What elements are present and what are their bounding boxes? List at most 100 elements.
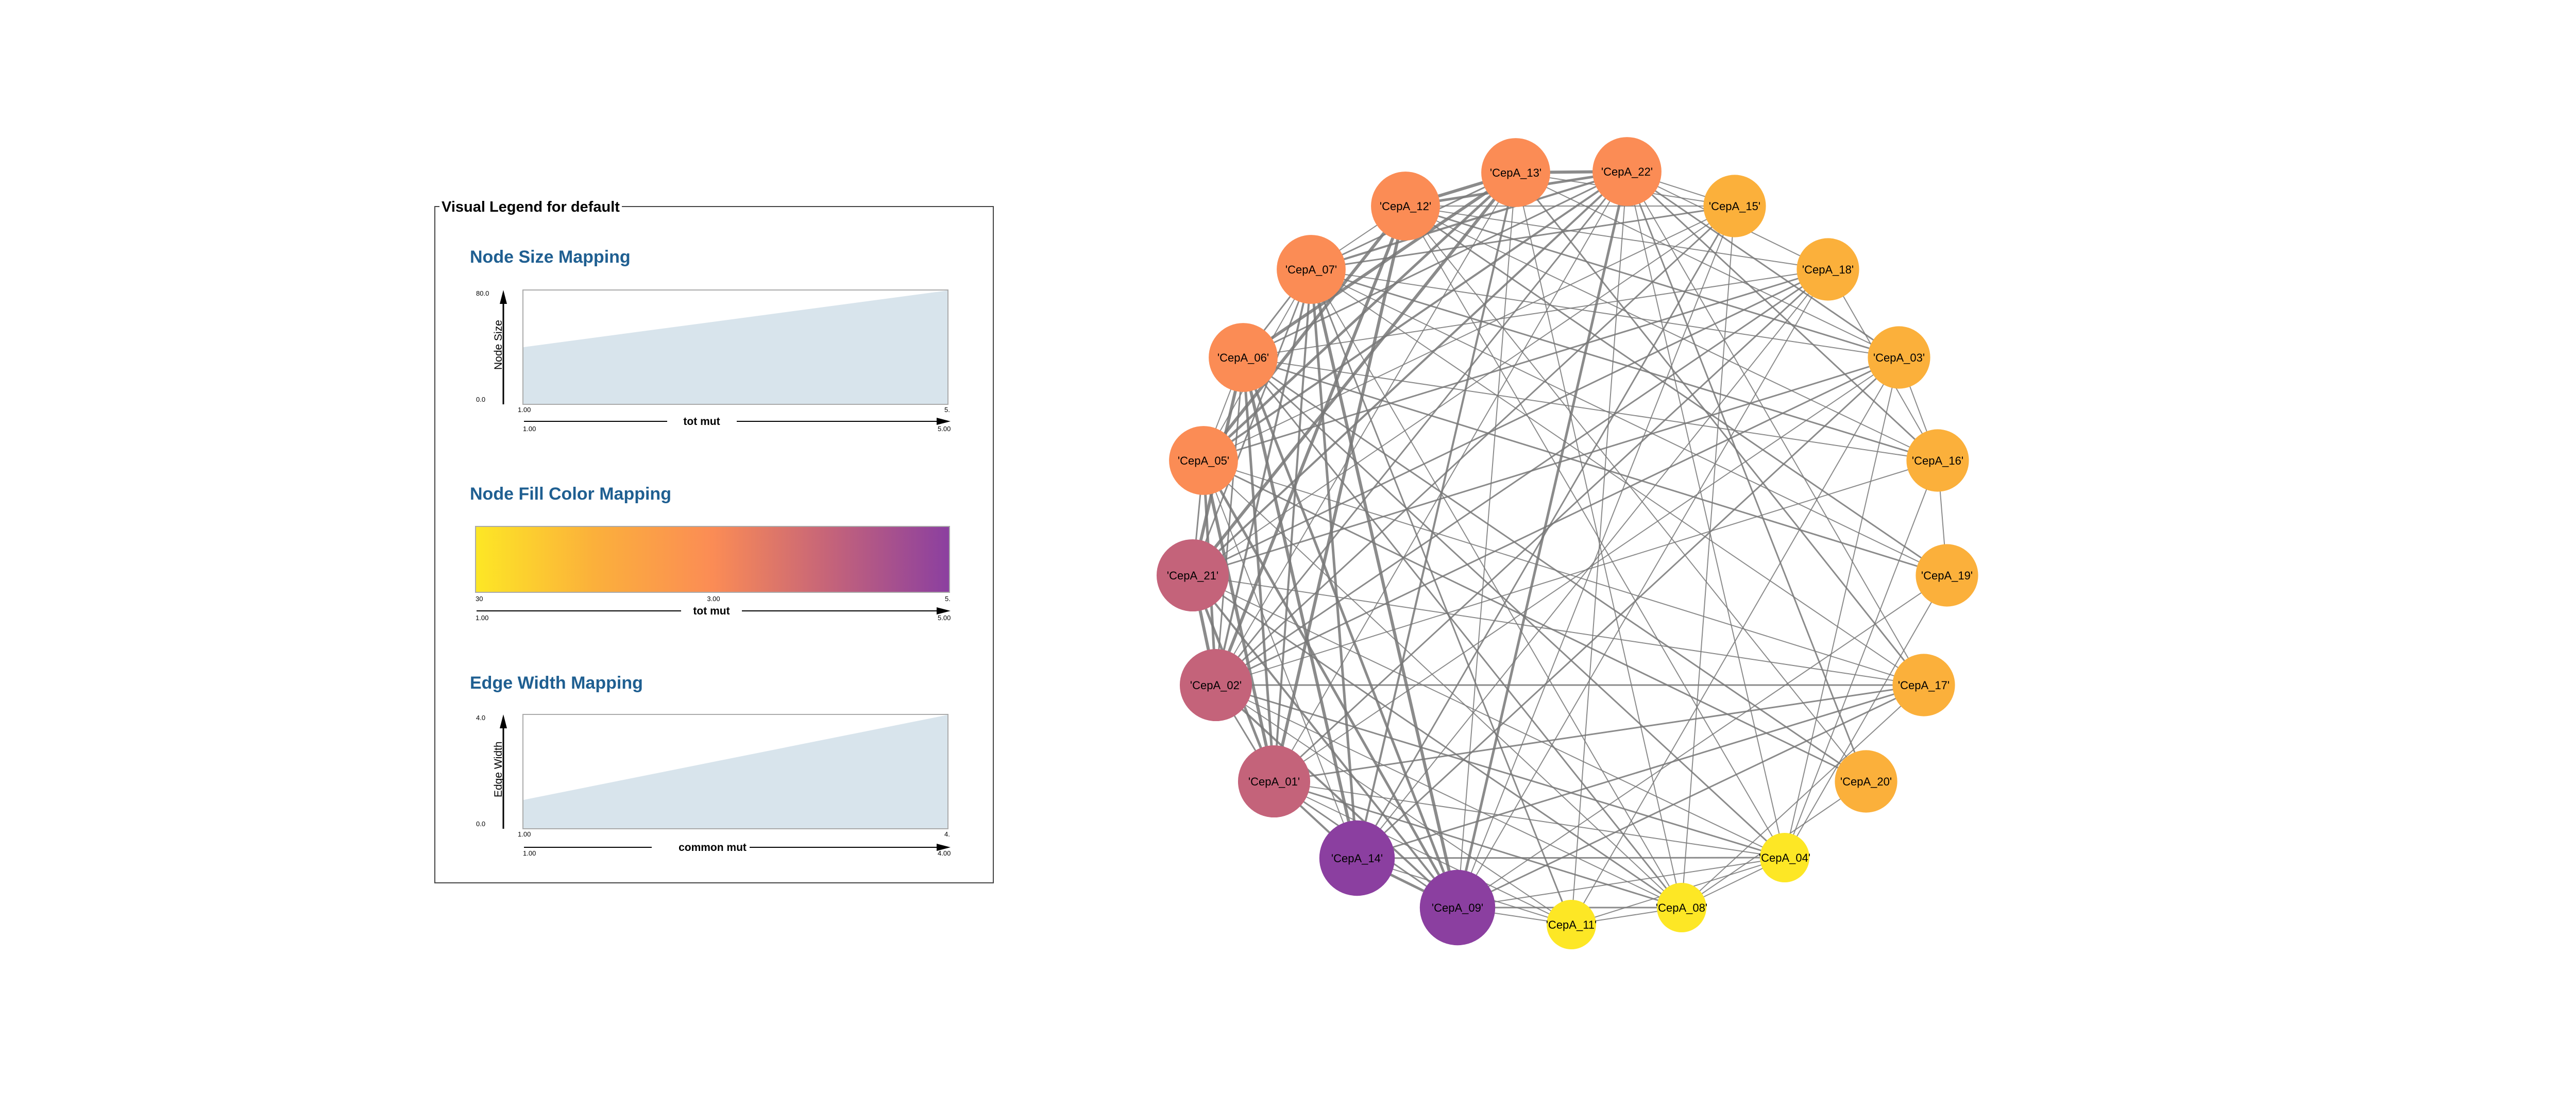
- node-circle[interactable]: [1209, 323, 1278, 392]
- node-label: 'CepA_16': [1912, 454, 1963, 467]
- graph-edge: [1626, 171, 1785, 858]
- node-circle[interactable]: [1868, 326, 1930, 389]
- graph-edge: [1311, 268, 1938, 462]
- graph-edge: [1243, 356, 1867, 782]
- node-fill-color-mapping-title: Node Fill Color Mapping: [470, 484, 671, 504]
- graph-node[interactable]: 'CepA_18': [1797, 238, 1859, 301]
- node-circle[interactable]: [1547, 900, 1596, 949]
- edge-width-mapping-title: Edge Width Mapping: [470, 673, 643, 693]
- node-label: 'CepA_02': [1190, 679, 1242, 692]
- node-circle[interactable]: [1892, 654, 1955, 716]
- node-label: 'CepA_12': [1380, 200, 1431, 213]
- graph-edge: [1626, 171, 1924, 686]
- graph-node[interactable]: 'CepA_22': [1592, 137, 1662, 206]
- graph-edge: [1405, 206, 1785, 858]
- node-circle[interactable]: [1179, 648, 1252, 722]
- node-label: 'CepA_07': [1285, 263, 1337, 276]
- graph-edge: [1215, 685, 1682, 908]
- graph-node[interactable]: 'CepA_06': [1209, 323, 1278, 392]
- node-label: 'CepA_14': [1331, 852, 1383, 865]
- graph-node[interactable]: 'CepA_17': [1892, 654, 1955, 716]
- graph-node[interactable]: 'CepA_21': [1156, 539, 1229, 612]
- graph-edge: [1311, 269, 1900, 358]
- node-circle[interactable]: [1238, 745, 1311, 818]
- node-label: 'CepA_15': [1709, 200, 1760, 213]
- graph-node[interactable]: 'CepA_08': [1656, 883, 1707, 932]
- graph-edge: [1405, 205, 1947, 576]
- graph-node[interactable]: 'CepA_09': [1419, 869, 1496, 946]
- node-circle[interactable]: [1916, 544, 1978, 607]
- graph-edge: [1310, 269, 1359, 859]
- graph-node[interactable]: 'CepA_13': [1481, 138, 1550, 207]
- node-circle[interactable]: [1657, 883, 1706, 932]
- node-circle[interactable]: [1156, 539, 1229, 612]
- graph-edge: [1202, 170, 1628, 462]
- graph-node[interactable]: 'CepA_19': [1916, 544, 1978, 607]
- graph-edge: [1457, 575, 1947, 908]
- graph-edge: [1215, 684, 1459, 909]
- node-circle[interactable]: [1797, 238, 1859, 301]
- graph-node[interactable]: 'CepA_15': [1703, 175, 1766, 237]
- graph-edge: [1405, 206, 1938, 461]
- node-label: 'CepA_19': [1921, 569, 1973, 582]
- graph-edge: [1457, 172, 1516, 908]
- graph-edge: [1203, 460, 1924, 686]
- graph-node[interactable]: 'CepA_07': [1277, 235, 1346, 304]
- node-circle[interactable]: [1703, 175, 1766, 237]
- node-label: 'CepA_21': [1167, 569, 1218, 582]
- graph-node[interactable]: 'CepA_16': [1906, 429, 1969, 492]
- graph-node[interactable]: 'CepA_14': [1319, 820, 1395, 896]
- node-circle[interactable]: [1169, 426, 1238, 495]
- graph-edge: [1784, 460, 1938, 858]
- graph-edge: [1357, 269, 1828, 859]
- graph-edge: [1192, 574, 1682, 909]
- node-circle[interactable]: [1835, 750, 1897, 813]
- node-circle[interactable]: [1277, 235, 1346, 304]
- graph-edge: [1626, 170, 1939, 462]
- graph-edge: [1405, 205, 1900, 358]
- graph-edge: [1311, 170, 1628, 270]
- graph-node[interactable]: 'CepA_02': [1179, 648, 1252, 722]
- graph-edge: [1457, 206, 1735, 908]
- node-circle[interactable]: [1419, 869, 1496, 946]
- graph-edge: [1356, 172, 1517, 859]
- node-circle[interactable]: [1371, 172, 1440, 241]
- graph-edge: [1215, 268, 1828, 686]
- node-circle[interactable]: [1319, 820, 1395, 896]
- node-circle[interactable]: [1481, 138, 1550, 207]
- graph-edge: [1203, 459, 1867, 782]
- graph-edge: [1784, 575, 1947, 858]
- graph-edge: [1214, 205, 1407, 686]
- graph-edge: [1274, 781, 1572, 925]
- graph-edge: [1215, 172, 1516, 686]
- graph-edge: [1215, 685, 1572, 925]
- graph-edge: [1215, 460, 1938, 686]
- graph-node[interactable]: 'CepA_01': [1238, 745, 1311, 818]
- node-circle[interactable]: [1906, 429, 1969, 492]
- graph-node[interactable]: 'CepA_04': [1759, 833, 1810, 882]
- graph-edge: [1274, 171, 1628, 782]
- graph-edge: [1243, 356, 1947, 576]
- graph-edge: [1457, 269, 1828, 908]
- node-layer: 'CepA_13''CepA_22''CepA_15''CepA_18''Cep…: [1156, 137, 1978, 949]
- node-label: 'CepA_09': [1432, 901, 1483, 914]
- graph-edge: [1515, 172, 1682, 908]
- graph-edge: [1626, 171, 1867, 782]
- graph-edge: [1681, 685, 1924, 908]
- graph-node[interactable]: 'CepA_05': [1169, 426, 1238, 495]
- node-circle[interactable]: [1760, 833, 1809, 882]
- graph-node[interactable]: 'CepA_03': [1868, 326, 1930, 389]
- legend-title: Visual Legend for default: [439, 199, 622, 216]
- graph-edge: [1784, 357, 1900, 858]
- graph-edge: [1242, 357, 1276, 782]
- graph-edge: [1242, 357, 1459, 908]
- graph-edge: [1203, 206, 1735, 461]
- node-circle[interactable]: [1592, 137, 1662, 206]
- graph-edge: [1357, 684, 1924, 859]
- graph-node[interactable]: 'CepA_12': [1371, 172, 1440, 241]
- graph-node[interactable]: 'CepA_11': [1546, 900, 1597, 949]
- graph-edge: [1215, 171, 1628, 686]
- graph-node[interactable]: 'CepA_20': [1835, 750, 1897, 813]
- graph-edge: [1215, 205, 1736, 686]
- node-label: 'CepA_13': [1490, 166, 1541, 179]
